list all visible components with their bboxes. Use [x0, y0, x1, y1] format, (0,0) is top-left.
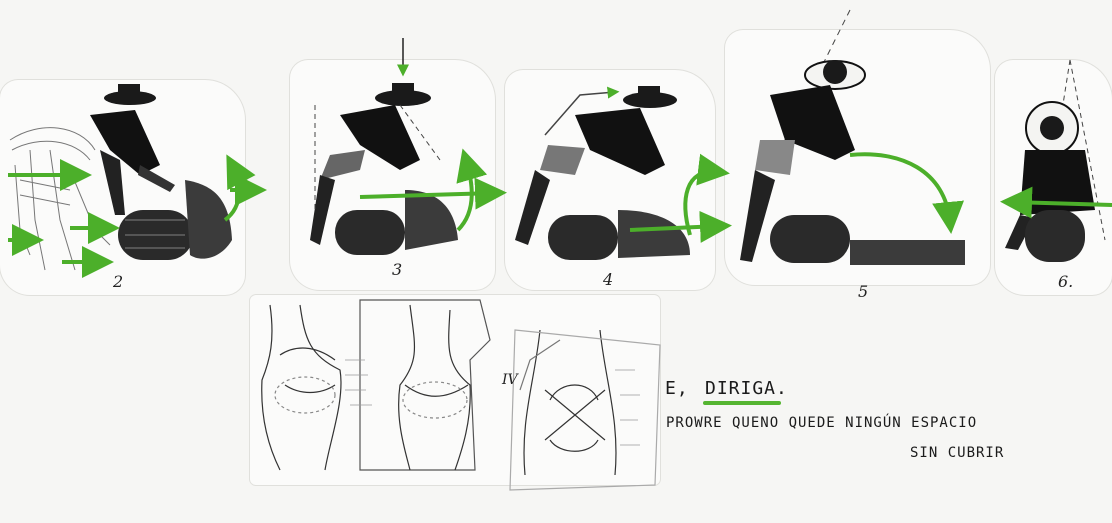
step-2-number: 2	[113, 272, 123, 291]
note-line3: SIN CUBRIR	[910, 445, 1004, 461]
note-line2: PROWRE QUENO QUEDE NINGÚN ESPACIO	[666, 415, 977, 431]
emphasis-underline	[703, 401, 781, 405]
step-4-figure	[515, 86, 720, 260]
note-line1-prefix: E,	[665, 378, 689, 399]
knee-anatomy-sketches	[262, 300, 660, 490]
step-3-figure	[310, 38, 495, 255]
step-5-number: 5	[858, 282, 868, 301]
anatomy-roman-numeral: IV	[502, 372, 518, 388]
note-line1-emphasis: DIRIGA.	[705, 378, 788, 399]
step-6-number: 6.	[1058, 272, 1073, 291]
step-5-figure	[740, 10, 965, 265]
step-6-figure	[1005, 60, 1112, 262]
step-2-figure	[8, 84, 255, 270]
step-4-number: 4	[603, 270, 613, 289]
step-3-number: 3	[392, 260, 402, 279]
